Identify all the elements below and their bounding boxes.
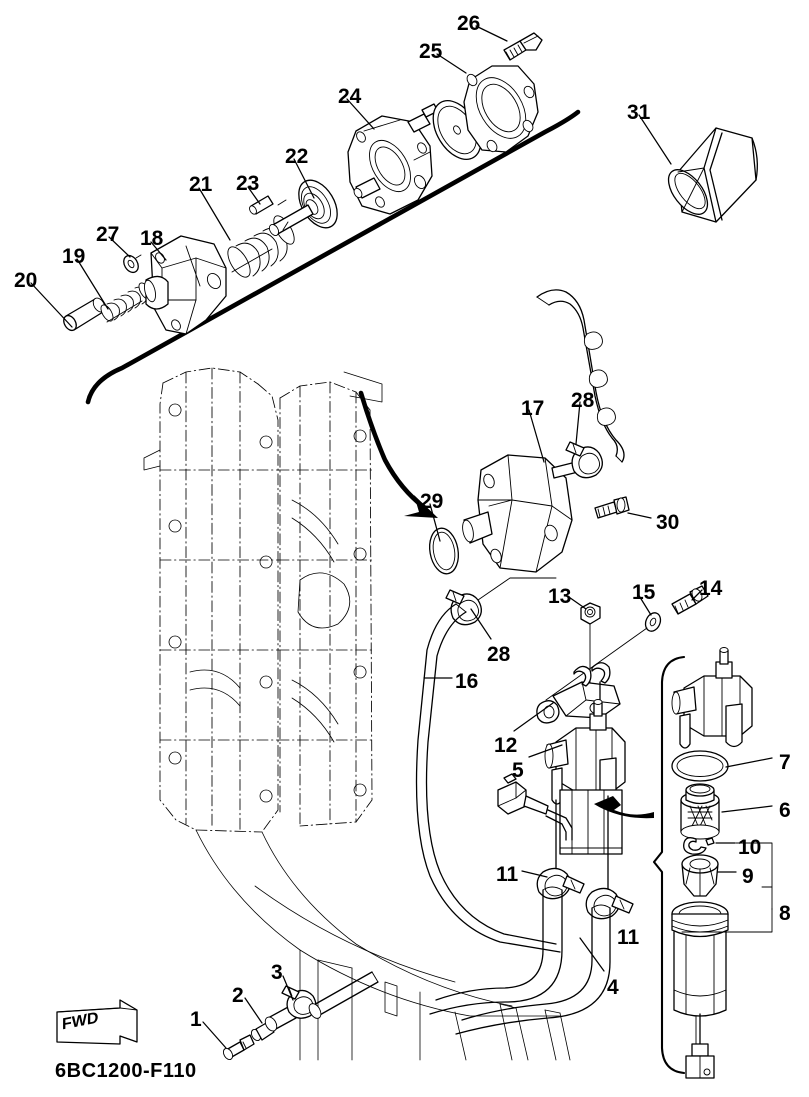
callout-10: 10 — [738, 836, 762, 859]
callout-14: 14 — [699, 577, 723, 600]
callout-30: 30 — [656, 511, 680, 534]
callout-22: 22 — [285, 145, 309, 168]
callout-11-right: 11 — [617, 926, 640, 949]
part-28-clamp-lower — [445, 577, 557, 626]
part-22-diaphragm-assembly — [268, 179, 338, 236]
callout-4: 4 — [607, 976, 619, 999]
part-26-screw — [503, 32, 543, 61]
detail-filter-head — [671, 647, 753, 749]
engine-block-reference — [143, 367, 571, 1061]
callout-15: 15 — [632, 581, 656, 604]
callout-1: 1 — [190, 1008, 202, 1031]
part-23-pin — [249, 195, 287, 215]
callout-8: 8 — [779, 902, 791, 925]
part-28-clamp-upper — [565, 441, 603, 479]
hose-upper-right — [536, 289, 625, 463]
part-1-union-bolt — [222, 1034, 255, 1061]
callout-13: 13 — [548, 585, 572, 608]
callout-21: 21 — [189, 173, 213, 196]
part-18-pump-body — [144, 235, 227, 335]
detail-panel-bracket — [652, 655, 686, 1075]
part-27-washer — [123, 254, 142, 274]
pipe-stub — [308, 971, 379, 1019]
callout-24: 24 — [338, 85, 362, 108]
part-30-bolt — [594, 496, 630, 519]
callout-25: 25 — [419, 40, 443, 63]
section-separator — [85, 109, 581, 518]
callout-11-left: 11 — [496, 863, 519, 886]
leader-lines — [30, 25, 773, 1049]
callout-5: 5 — [512, 759, 524, 782]
callout-12: 12 — [494, 734, 518, 757]
callout-26: 26 — [457, 12, 481, 35]
part-16-fuel-hose — [415, 603, 561, 953]
detail-part-9-retainer — [681, 854, 719, 897]
callout-29: 29 — [420, 490, 444, 513]
callout-28-lower: 28 — [487, 643, 511, 666]
detail-part-6-filter-element — [680, 783, 720, 840]
detail-grouping-bracket — [681, 842, 773, 933]
callout-2: 2 — [232, 984, 244, 1007]
callout-16: 16 — [455, 670, 479, 693]
part-12-filter-bracket — [536, 662, 621, 724]
part-4-fuel-hoses — [429, 886, 611, 1035]
callout-19: 19 — [62, 245, 86, 268]
callout-18: 18 — [140, 227, 164, 250]
part-25-pump-cover — [463, 65, 539, 153]
electrical-connector — [497, 773, 573, 841]
fwd-arrow-marker — [56, 999, 138, 1045]
part-11-clamp-right — [585, 887, 634, 920]
part-3-hose-clamp — [281, 985, 317, 1019]
callout-3: 3 — [271, 961, 283, 984]
detail-arrow — [594, 796, 654, 819]
part-29-o-ring — [428, 527, 460, 575]
callout-7: 7 — [779, 751, 791, 774]
callout-9: 9 — [742, 865, 754, 888]
callout-23: 23 — [236, 172, 260, 195]
callout-17: 17 — [521, 397, 545, 420]
part-17-fuel-pump — [462, 454, 581, 573]
callout-31: 31 — [627, 101, 651, 124]
callout-20: 20 — [14, 269, 38, 292]
diagram-code-label: 6BC1200-F110 — [55, 1060, 197, 1082]
detail-part-7-o-ring — [671, 750, 729, 782]
part-11-clamp-left — [536, 867, 585, 900]
part-20-plunger — [63, 297, 106, 332]
callout-28-upper: 28 — [571, 389, 595, 412]
detail-part-8-filter-cup — [671, 901, 729, 1079]
detail-part-10-circlip — [683, 837, 715, 855]
part-24-pump-housing — [347, 103, 439, 215]
part-31-oval-hose — [667, 127, 758, 223]
callout-6: 6 — [779, 799, 791, 822]
callout-27: 27 — [96, 223, 120, 246]
